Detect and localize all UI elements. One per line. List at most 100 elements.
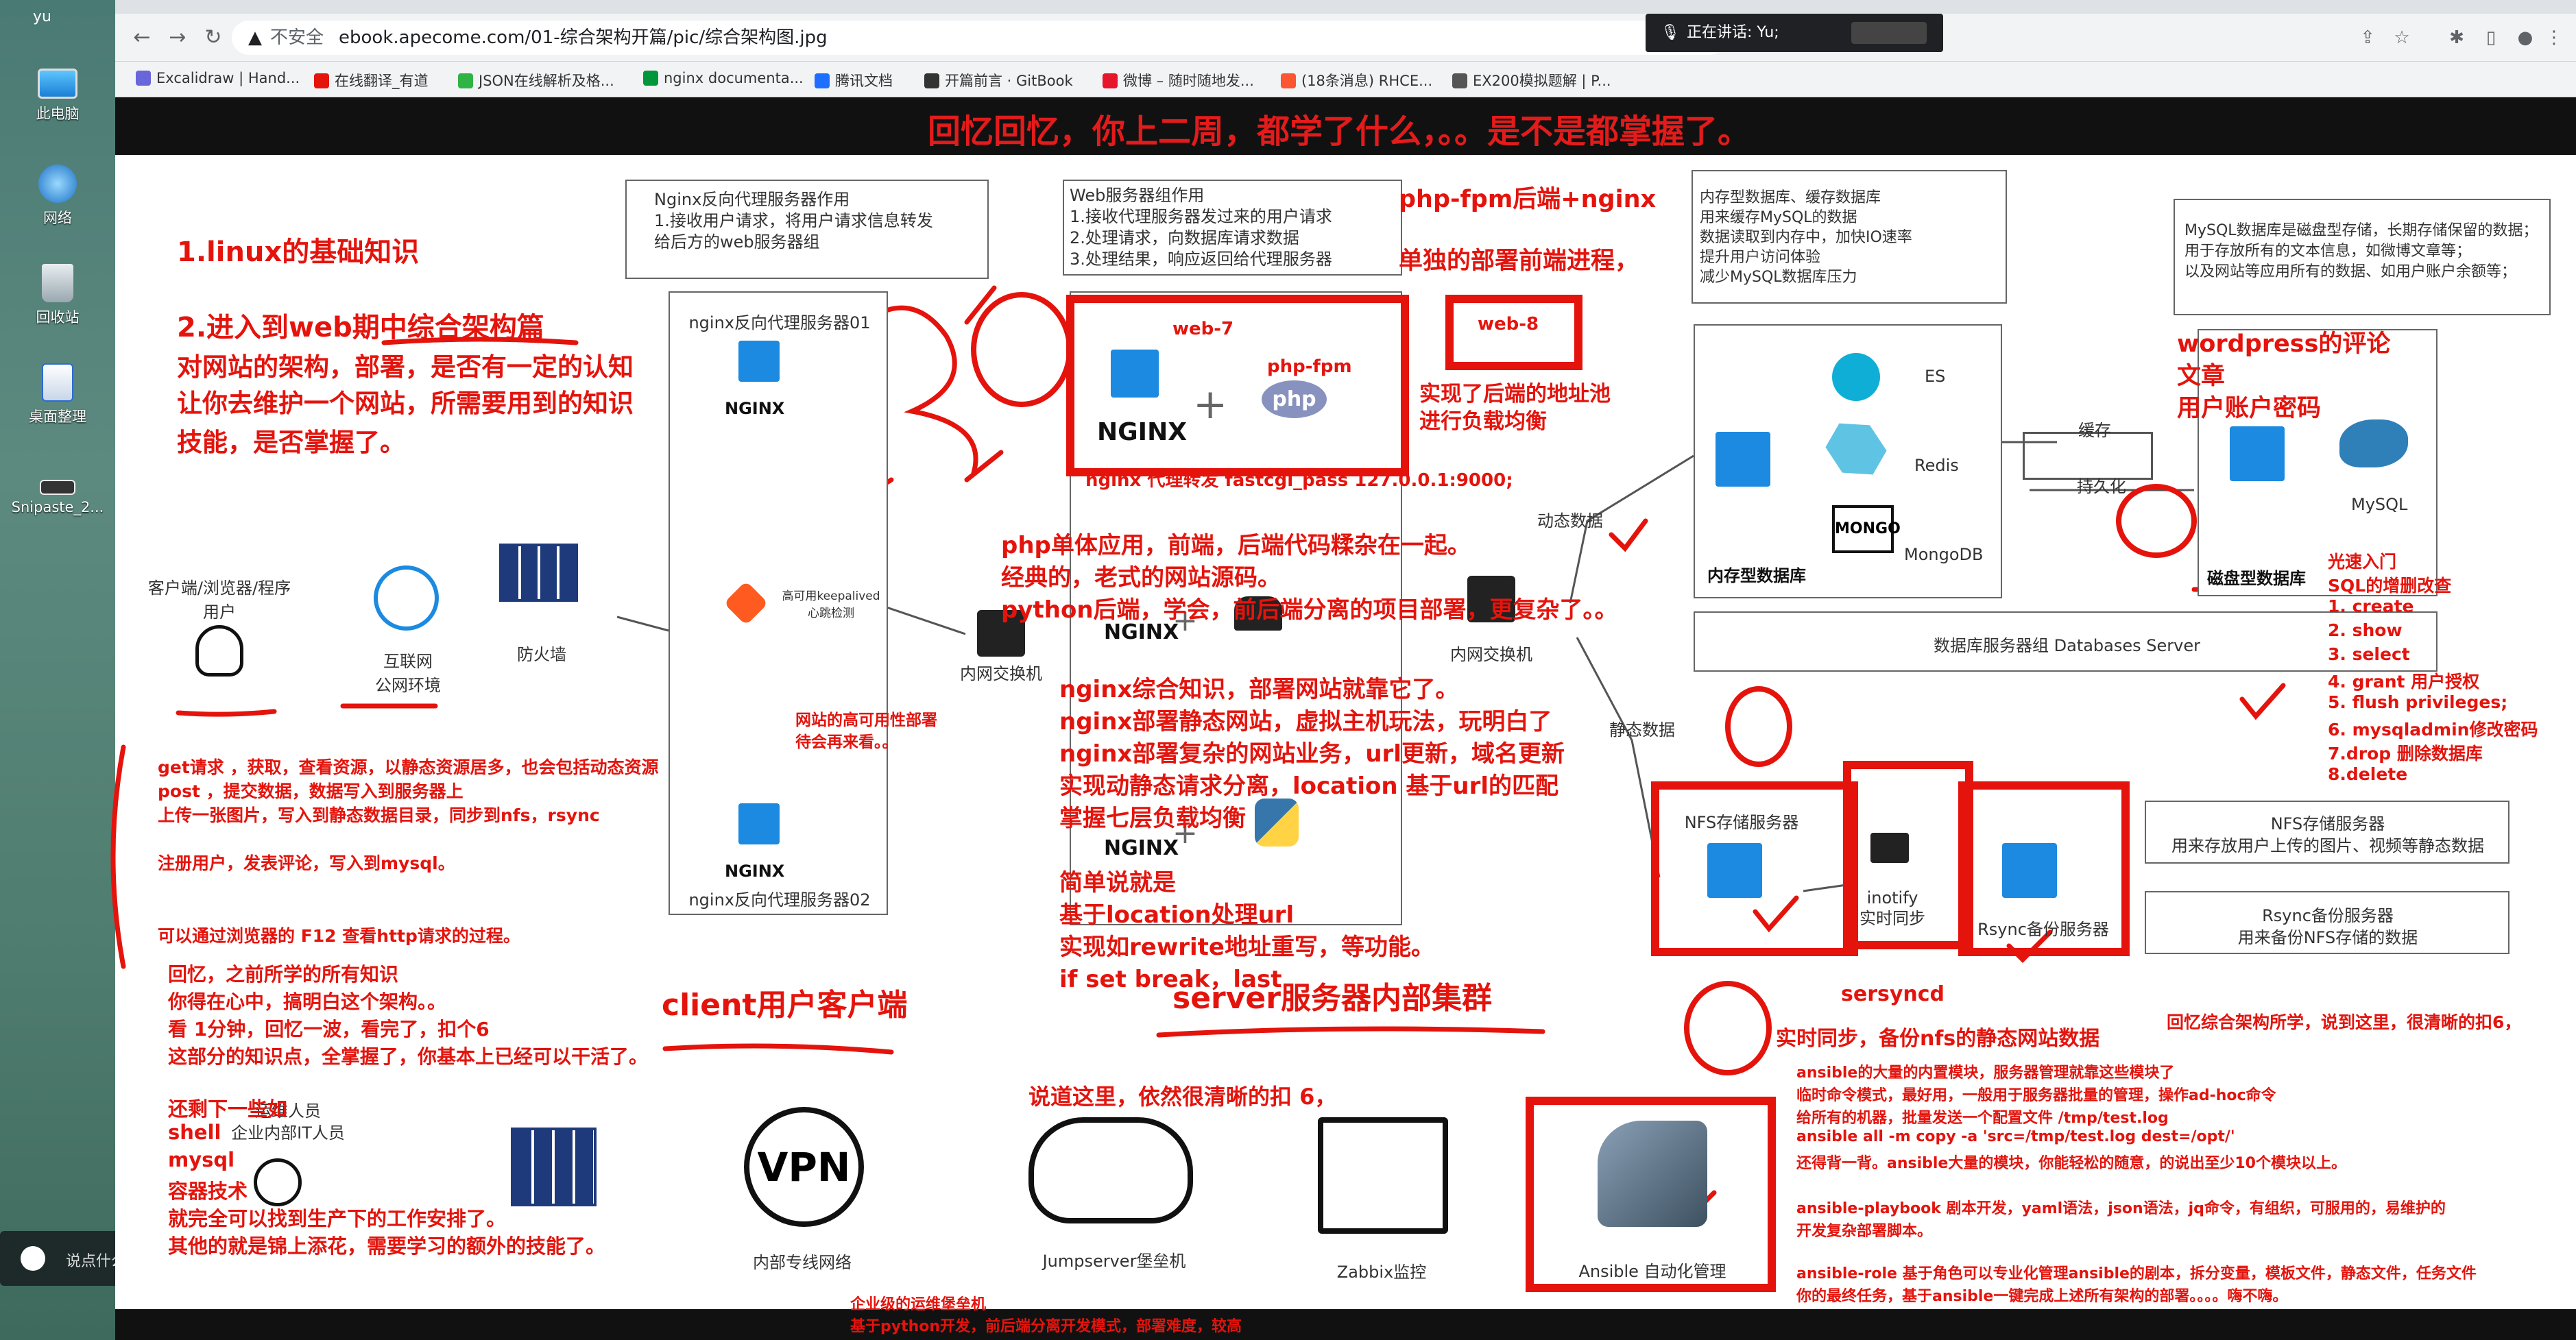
extensions-icon[interactable]: ✱	[2449, 27, 2464, 48]
note-deploy: 单独的部署前端进程，	[1399, 247, 1639, 275]
note-remaining: 容器技术	[168, 1180, 248, 1203]
nfs-desc-box: NFS存储服务器 用来存放用户上传的图片、视频等静态数据	[2145, 801, 2509, 864]
memdb-info-box: 内存型数据库、缓存数据库 用来缓存MySQL的数据 数据读取到内存中，加快IO速…	[1692, 170, 2007, 304]
nginx-logo-text: NGINX	[1104, 620, 1179, 644]
share-icon[interactable]: ⇪	[2360, 27, 2375, 48]
redis-icon	[1818, 411, 1893, 486]
network-icon	[38, 165, 77, 203]
web-8-highlight	[1445, 295, 1582, 370]
microphone-icon: 🎙	[1661, 24, 1680, 41]
vpn-label: 内部专线网络	[753, 1253, 852, 1272]
plus-icon: +	[1172, 603, 1198, 638]
robot-arm-icon	[1598, 1121, 1707, 1227]
menu-icon[interactable]: ⋮	[2545, 27, 2563, 48]
star-icon[interactable]: ☆	[2394, 27, 2410, 48]
desktop-icon-recycle-bin[interactable]: 回收站	[10, 264, 106, 327]
heart-icon	[723, 581, 769, 626]
bookmark-favicon	[458, 73, 473, 88]
sidebar-icon[interactable]: ▯	[2485, 27, 2496, 48]
insecure-label: 不安全	[270, 27, 324, 48]
note-sql: 2. show	[2328, 620, 2403, 640]
switch2-label: 内网交换机	[1450, 645, 1532, 664]
back-icon[interactable]: ←	[133, 25, 151, 49]
python-logo-icon	[1255, 799, 1299, 846]
bookmark-nginx[interactable]: nginx documenta...	[643, 70, 804, 86]
note-ansible: 还得背一背。ansible大量的模块，你能轻松的随意，的说出至少10个模块以上。	[1796, 1155, 2346, 1172]
switch-icon	[1467, 576, 1515, 622]
web-info-line: 1.接收代理服务器发过来的用户请求	[1070, 207, 1332, 226]
note-recall: 这部分的知识点，全掌握了，你基本上已经可以干活了。	[168, 1045, 649, 1068]
note-php: python后端，学会，前后端分离的项目部署，更复杂了。。	[1001, 596, 1618, 624]
note-web-arch: 2.进入到web期中综合架构篇	[177, 312, 544, 343]
note-sql: 3. select	[2328, 644, 2410, 664]
mongo-logo-text: MONGO	[1835, 520, 1901, 537]
memdb-box: ES Redis MONGO MongoDB 内存型数据库	[1694, 324, 2002, 598]
note-ansible: ansible的大量的内置模块，服务器管理就靠这些模块了	[1796, 1064, 2175, 1082]
ansible-label: Ansible 自动化管理	[1578, 1262, 1726, 1281]
note-server-cluster: server服务器内部集群	[1172, 981, 1492, 1016]
es-label: ES	[1925, 367, 1946, 386]
diskdb-box: MySQL 磁盘型数据库	[2198, 329, 2437, 596]
note-phpfpm-title: php-fpm后端+nginx	[1399, 186, 1657, 213]
bookmark-weibo[interactable]: 微博 – 随时随地发...	[1103, 70, 1254, 90]
dbgroup-label: 数据库服务器组 Databases Server	[1934, 636, 2200, 655]
desktop-icon-computer[interactable]: 此电脑	[10, 69, 106, 123]
note-wordpress: 用户账户密码	[2177, 395, 2322, 422]
note-nginx: nginx部署静态网站，虚拟主机玩法，玩明白了	[1059, 708, 1552, 735]
jumpserver-label: Jumpserver堡垒机	[1042, 1252, 1186, 1271]
bookmark-json[interactable]: JSON在线解析及格...	[458, 70, 614, 90]
note-remaining: shell	[168, 1121, 221, 1144]
cache-label: 缓存	[2078, 421, 2111, 440]
bookmark-label: 微博 – 随时随地发...	[1123, 73, 1254, 89]
note-http: 上传一张图片，写入到静态数据目录，同步到nfs，rsync	[158, 805, 600, 825]
bookmark-favicon	[136, 71, 151, 86]
proxy-info-line: 1.接收用户请求，将用户请求信息转发	[654, 211, 933, 230]
ansible-highlight	[1526, 1097, 1776, 1292]
desktop-icon-label: 网络	[43, 210, 72, 226]
tab-strip	[115, 0, 2576, 14]
bookmark-label: EX200模拟题解 | P...	[1473, 73, 1611, 89]
vpn-icon-text: VPN	[757, 1144, 851, 1191]
note-ansible: 临时命令模式，最好用，一般用于服务器批量的管理，操作ad-hoc命令	[1796, 1087, 2276, 1104]
mysql-info-line: MySQL数据库是磁盘型存储，长期存储保留的数据；	[2184, 222, 2538, 239]
web7-note: web-7	[1172, 319, 1234, 339]
server-icon	[2002, 843, 2057, 898]
note-recall: 你得在心中，搞明白这个架构。。	[168, 990, 447, 1013]
inotify-highlight	[1843, 761, 1973, 949]
bookmark-csdn[interactable]: (18条消息) RHCE...	[1281, 70, 1432, 90]
desktop-user-label: yu	[33, 8, 51, 25]
note-linux: 1.linux的基础知识	[177, 236, 420, 268]
diskdb-label: 磁盘型数据库	[2207, 569, 2306, 588]
bookmark-label: 在线翻译_有道	[335, 73, 429, 89]
memdb-label: 内存型数据库	[1707, 566, 1806, 585]
bookmark-gitbook[interactable]: 开篇前言 · GitBook	[924, 70, 1073, 90]
note-sersync: sersyncd	[1841, 982, 1945, 1006]
nginx-logo-text: NGINX	[1104, 836, 1179, 860]
bookmark-label: JSON在线解析及格...	[479, 73, 614, 89]
forward-icon[interactable]: →	[169, 25, 186, 49]
note-sql: 7.drop 删除数据库	[2328, 744, 2483, 764]
memdb-info-line: 减少MySQL数据库压力	[1700, 269, 1857, 286]
proxy-cluster-box: nginx反向代理服务器01 NGINX 高可用keepalived 心跳检测 …	[669, 291, 888, 915]
vpn-icon: VPN	[744, 1107, 864, 1227]
bookmark-youdao[interactable]: 在线翻译_有道	[314, 70, 429, 90]
mysql-info-line: 用于存放所有的文本信息，如微博文章等；	[2184, 243, 2472, 260]
reload-icon[interactable]: ↻	[204, 25, 222, 49]
desktop-icon-snipaste[interactable]: Snipaste_2...	[10, 480, 106, 515]
bookmark-tencent-docs[interactable]: 腾讯文档	[815, 70, 893, 90]
note-http: 可以通过浏览器的 F12 查看http请求的过程。	[158, 926, 520, 946]
bookmark-ex200[interactable]: EX200模拟题解 | P...	[1452, 70, 1611, 90]
switch1-label: 内网交换机	[960, 664, 1042, 683]
desktop-icon-label: 桌面整理	[29, 409, 86, 425]
nfs-desc-text: 用来存放用户上传的图片、视频等静态数据	[2171, 836, 2484, 855]
bookmark-excalidraw[interactable]: Excalidraw | Hand...	[136, 70, 300, 86]
note-line: 技能，是否掌握了。	[177, 428, 405, 457]
profile-icon[interactable]: ●	[2517, 27, 2533, 48]
note-sql: 1. create	[2328, 596, 2414, 616]
desktop-icon-organize[interactable]: 桌面整理	[10, 363, 106, 426]
desktop-icon-network[interactable]: 网络	[10, 165, 106, 228]
server-icon	[738, 803, 780, 844]
internet-label: 互联网 公网环境	[375, 652, 441, 695]
